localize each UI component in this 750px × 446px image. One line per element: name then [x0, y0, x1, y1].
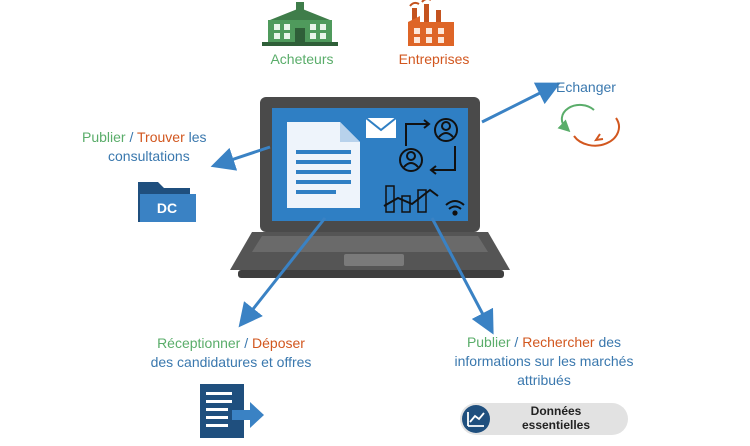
- badge-label: Données essentielles: [494, 404, 618, 432]
- envelope-icon: [365, 117, 397, 138]
- badge-line-1: Données: [530, 404, 582, 418]
- folder-dc-label: DC: [156, 200, 178, 216]
- separator: /: [240, 335, 253, 351]
- badge-line-2: essentielles: [521, 418, 591, 432]
- arrow-to-receive: [238, 217, 327, 328]
- wifi-icon: [445, 200, 465, 216]
- companies-label: Entreprises: [398, 51, 470, 67]
- buyers-label: Acheteurs: [270, 51, 334, 67]
- arrow-to-publish-info: [430, 217, 494, 335]
- applications-offers-text: des candidatures et offres: [150, 354, 312, 370]
- publish-verb: Publier: [82, 129, 126, 145]
- exchange-label: Echanger: [556, 79, 616, 95]
- publish-verb: Publier: [466, 334, 511, 350]
- submit-document-icon: [200, 384, 264, 438]
- market-info-text: informations sur les marchés: [454, 353, 634, 369]
- touchpad: [344, 254, 404, 266]
- government-building-icon: [262, 2, 338, 46]
- trend-icon: [467, 412, 485, 427]
- publish-search-info-label: Publier / Rechercher des informations su…: [432, 333, 656, 390]
- receive-verb: Réceptionner: [157, 335, 241, 351]
- consultations-text: consultations: [108, 148, 190, 164]
- separator: /: [510, 334, 523, 350]
- publish-consult-rest: les: [184, 129, 207, 145]
- publish-consultations-label: Publier / Trouver les consultations: [82, 128, 242, 166]
- exchange-cycle-icon: [557, 103, 620, 147]
- receive-submit-label: Réceptionner / Déposer des candidatures …: [132, 334, 330, 372]
- find-verb: Trouver: [137, 129, 185, 145]
- arrow-to-consultations: [210, 145, 271, 171]
- publish-info-rest: des: [594, 334, 622, 350]
- document-icon: [287, 122, 360, 208]
- users-exchange-icon: [399, 118, 458, 175]
- separator: /: [125, 129, 138, 145]
- bar-chart-icon: [383, 185, 439, 213]
- awarded-text: attribués: [517, 372, 571, 388]
- folder-icon: [138, 182, 196, 222]
- data-badge: [460, 403, 628, 435]
- search-verb: Rechercher: [522, 334, 595, 350]
- factory-icon: [408, 0, 454, 46]
- arrow-to-exchange: [481, 82, 561, 124]
- submit-verb: Déposer: [252, 335, 305, 351]
